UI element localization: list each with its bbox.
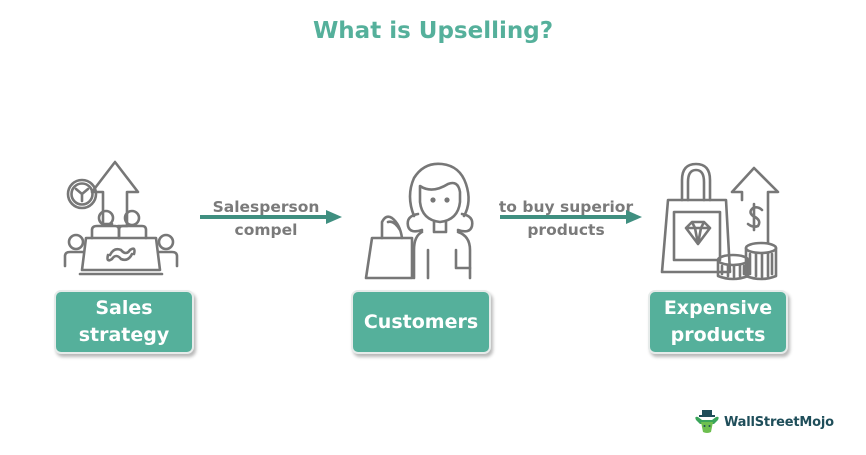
node-label-line: products [670,324,766,346]
shopper-icon [362,158,478,280]
bull-logo-icon [695,410,719,433]
wallstreetmojo-logo: WallStreetMojo [694,410,834,434]
meeting-growth-icon [62,158,186,280]
logo-text: WallStreetMojo [724,414,834,430]
node-label-line: Customers [363,310,479,333]
edge-customers-to-products: to buy superior products [496,196,644,244]
node-label-line: strategy [78,324,170,346]
node-expensive-products: Expensive products [648,290,788,354]
luxury-bag-icon [658,160,782,284]
diagram-title: What is Upselling? [312,18,554,44]
node-label-line: Expensive [663,297,773,319]
node-customers: Customers [351,290,491,354]
edge-label-line-2: compel [234,221,298,239]
node-sales-strategy: Sales strategy [54,290,194,354]
edge-label-line-1: to buy superior [498,198,634,216]
right-arrow-icon [200,210,342,224]
edge-label-line-1: Salesperson [212,198,320,216]
right-arrow-icon [500,210,642,224]
edge-sales-to-customers: Salesperson compel [196,196,344,244]
edge-label-line-2: products [527,221,605,239]
node-label-line: Sales [95,297,153,319]
